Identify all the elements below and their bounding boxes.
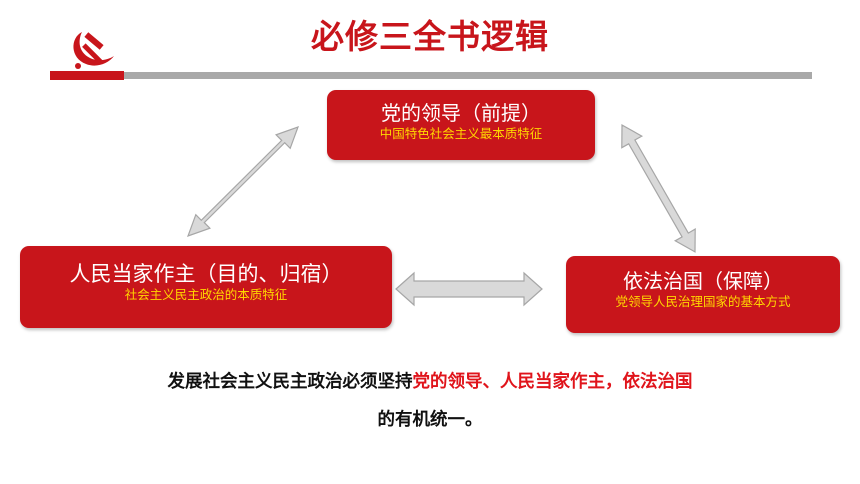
node-rule-of-law-title: 依法治国（保障） [623,269,783,293]
double-arrow-horizontal [395,271,543,307]
node-party-leadership-title: 党的领导（前提） [381,101,541,125]
node-rule-of-law: 依法治国（保障） 党领导人民治理国家的基本方式 [566,256,840,333]
node-people-as-masters-subtitle: 社会主义民主政治的本质特征 [124,287,288,302]
node-people-as-masters: 人民当家作主（目的、归宿） 社会主义民主政治的本质特征 [20,246,392,328]
conclusion-highlight: 党的领导、人民当家作主， [412,372,623,392]
title-underline [124,72,812,79]
conclusion-suffix: 依法治国 [622,372,693,392]
hammer-sickle-icon [73,32,114,69]
conclusion-line-2: 的有机统一。 [377,410,483,430]
conclusion-prefix: 发展社会主义民主政治必须坚持 [167,372,413,392]
title-underline-accent [50,71,124,80]
node-party-leadership: 党的领导（前提） 中国特色社会主义最本质特征 [327,90,595,160]
page-title: 必修三全书逻辑 [311,17,549,56]
double-arrow-top-left [186,126,300,237]
header: 必修三全书逻辑 [0,0,860,82]
node-rule-of-law-subtitle: 党领导人民治理国家的基本方式 [615,294,791,309]
node-people-as-masters-title: 人民当家作主（目的、归宿） [69,262,343,286]
double-arrow-top-right [621,123,696,253]
conclusion-line-1: 发展社会主义民主政治必须坚持党的领导、人民当家作主，依法治国 [0,368,860,393]
node-party-leadership-subtitle: 中国特色社会主义最本质特征 [379,126,543,141]
